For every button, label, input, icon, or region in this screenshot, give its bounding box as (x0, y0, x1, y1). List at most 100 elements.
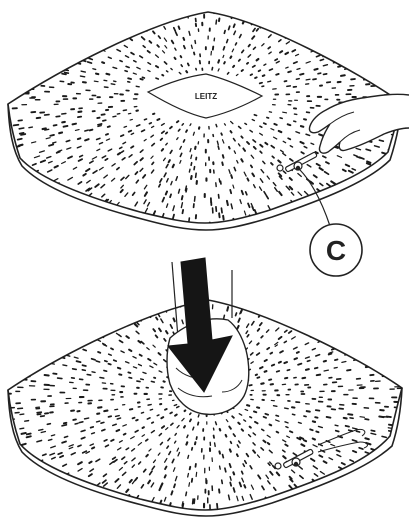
perforation-slot (331, 12, 337, 17)
perforation-slot (2, 82, 8, 84)
perforation-slot (119, 13, 124, 18)
perforation-slot (108, 509, 113, 515)
perforation-slot (391, 163, 397, 167)
perforation-slot (388, 340, 394, 343)
perforation-slot (389, 87, 395, 89)
perforation-slot (78, 402, 82, 404)
perforation-slot (373, 388, 379, 390)
perforation-slot (364, 29, 371, 33)
perforation-slot (332, 483, 337, 488)
perforation-slot (88, 16, 94, 21)
perforation-slot (97, 307, 102, 311)
perforation-slot (227, 518, 229, 524)
perforation-slot (185, 229, 188, 236)
perforation-slot (133, 393, 137, 395)
perforation-slot (205, 149, 207, 154)
perforation-slot (1, 103, 7, 105)
perforation-slot (375, 66, 380, 68)
perforation-slot (209, 467, 210, 471)
perforation-slot (78, 308, 84, 313)
perforation-slot (360, 386, 366, 388)
perforation-slot (207, 139, 209, 143)
perforation-slot (343, 301, 349, 306)
perforation-slot (132, 282, 137, 288)
perforation-slot (306, 95, 310, 97)
perforation-slot (339, 49, 345, 52)
perforation-slot (352, 403, 357, 405)
perforation-slot (321, 25, 327, 30)
perforation-slot (247, 290, 251, 296)
perforation-slot (279, 313, 284, 318)
perforation-slot (39, 32, 45, 35)
perforation-slot (210, 201, 212, 206)
perforation-slot (297, 307, 302, 312)
perforation-slot (378, 467, 384, 471)
perforation-slot (299, 301, 305, 307)
perforation-slot (85, 20, 91, 25)
perforation-slot (387, 455, 394, 459)
perforation-slot (365, 307, 370, 311)
perforation-slot (336, 318, 341, 322)
perforation-slot (271, 287, 276, 293)
perforation-slot (178, 8, 181, 13)
perforation-slot (198, 1, 200, 6)
perforation-slot (103, 309, 108, 314)
perforation-slot (36, 322, 42, 326)
perforation-slot (65, 52, 71, 56)
perforation-slot (71, 41, 77, 45)
perforation-slot (63, 336, 69, 340)
perforation-slot (121, 0, 126, 6)
perforation-slot (339, 19, 346, 24)
perforation-slot (320, 293, 326, 298)
perforation-slot (12, 48, 19, 52)
perforation-slot (139, 282, 144, 288)
perforation-slot (52, 352, 57, 355)
perforation-slot (71, 21, 77, 25)
perforation-slot (0, 76, 6, 78)
perforation-slot (372, 360, 378, 363)
perforation-slot (393, 401, 398, 403)
perforation-slot (62, 491, 68, 496)
perforation-slot (282, 23, 287, 28)
perforation-slot (57, 4, 62, 8)
perforation-slot (47, 395, 52, 397)
perforation-slot (285, 394, 289, 395)
perforation-slot (59, 392, 65, 394)
perforation-slot (335, 292, 341, 297)
perforation-slot (405, 433, 409, 436)
perforation-slot (403, 419, 409, 421)
perforation-slot (25, 360, 30, 363)
perforation-slot (389, 357, 396, 360)
perforation-slot (55, 100, 60, 102)
perforation-slot (227, 0, 230, 5)
perforation-slot (347, 189, 353, 194)
perforation-slot (381, 53, 387, 56)
perforation-slot (53, 26, 59, 30)
perforation-slot (373, 317, 379, 321)
perforation-slot (120, 396, 124, 398)
perforation-slot (204, 193, 206, 198)
perforation-slot (276, 394, 280, 396)
perforation-slot (7, 377, 13, 379)
perforation-slot (339, 479, 346, 484)
perforation-slot (32, 367, 38, 370)
perforation-slot (328, 327, 333, 331)
perforation-slot (281, 0, 286, 1)
perforation-slot (58, 314, 64, 318)
perforation-slot (123, 309, 128, 314)
perforation-slot (78, 43, 84, 47)
perforation-slot (110, 399, 114, 401)
perforation-slot (87, 400, 92, 402)
perforation-slot (309, 309, 314, 314)
callout-label: C (326, 235, 346, 266)
perforation-slot (98, 0, 103, 5)
perforation-slot (308, 326, 313, 330)
perforation-slot (107, 501, 113, 507)
perforation-slot (49, 480, 55, 484)
perforation-slot (54, 338, 61, 342)
perforation-slot (343, 60, 348, 63)
perforation-slot (0, 350, 4, 353)
perforation-slot (273, 99, 277, 100)
perforation-slot (83, 335, 89, 339)
perforation-slot (253, 259, 257, 266)
